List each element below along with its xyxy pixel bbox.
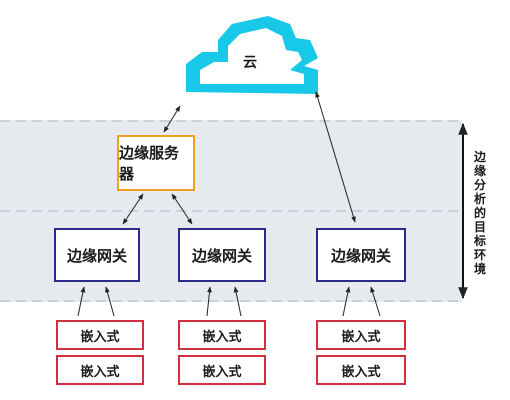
- connector-embedded-gateway3-b: [370, 286, 381, 317]
- connector-embedded-gateway1-b: [105, 286, 115, 317]
- target-environment-label: 边缘分析的目标环境: [473, 150, 486, 276]
- edge-gateway-box-2: 边缘网关: [178, 228, 266, 282]
- connector-embedded-gateway2-b: [233, 286, 242, 317]
- connector-server-gateway2: [171, 193, 193, 225]
- embedded-box: 嵌入式: [56, 355, 144, 385]
- connector-embedded-gateway3-a: [342, 286, 351, 317]
- connector-server-gateway1: [122, 193, 144, 225]
- connector-server-cloud: [163, 105, 181, 133]
- embedded-box: 嵌入式: [316, 355, 406, 385]
- edge-gateway-box-3: 边缘网关: [316, 228, 406, 282]
- embedded-box: 嵌入式: [178, 355, 266, 385]
- connector-embedded-gateway1-a: [77, 286, 86, 317]
- edge-server-box: 边缘服务器: [117, 135, 195, 191]
- embedded-box: 嵌入式: [178, 320, 266, 350]
- embedded-box: 嵌入式: [56, 320, 144, 350]
- edge-gateway-box-1: 边缘网关: [54, 228, 140, 282]
- connector-gateway3-cloud: [315, 91, 356, 223]
- cloud-label: 云: [243, 55, 257, 71]
- connector-embedded-gateway2-a: [206, 286, 212, 317]
- embedded-box: 嵌入式: [316, 320, 406, 350]
- cloud-icon: [186, 16, 318, 94]
